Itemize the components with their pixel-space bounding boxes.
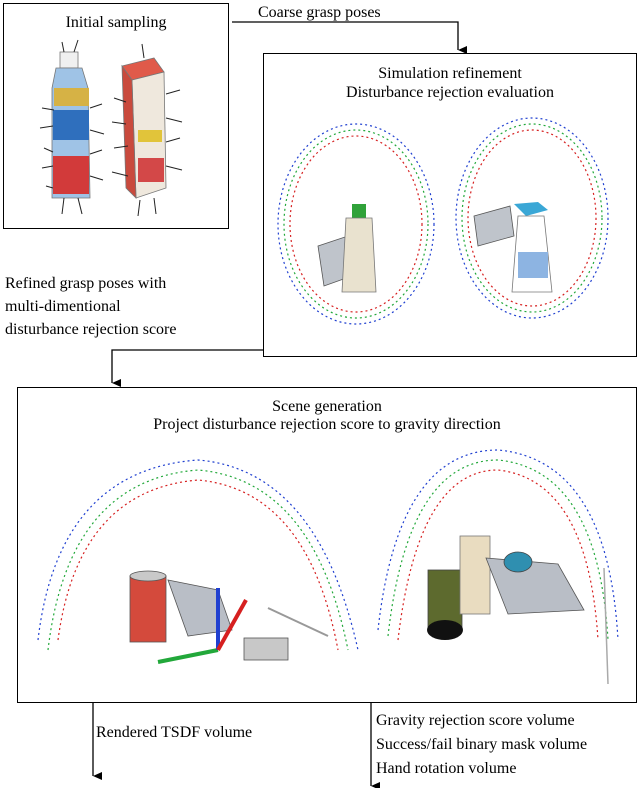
refined-line3: disturbance rejection score: [5, 321, 177, 338]
bottle-object: [51, 51, 91, 199]
refined-line1: Refined grasp poses with: [5, 275, 167, 292]
scene-title-line2: Project disturbance rejection score to g…: [153, 416, 501, 433]
tsdf-label: Rendered TSDF volume: [96, 724, 253, 741]
can-object: [129, 570, 167, 643]
initial-sampling-title: Initial sampling: [65, 14, 167, 31]
gripper-right: [473, 205, 515, 247]
spray-bottle: [511, 202, 553, 293]
scene-illustration: [37, 449, 619, 685]
output-line1: Gravity rejection score volume: [376, 712, 575, 729]
coarse-grasp-poses-label: Coarse grasp poses: [258, 4, 381, 21]
simulation-title-line2: Disturbance rejection evaluation: [346, 84, 554, 101]
output-line3: Hand rotation volume: [376, 760, 517, 777]
gravity-axes: [157, 588, 248, 664]
hand-right: [485, 551, 585, 615]
scene-generation-box: Scene generation Project disturbance rej…: [17, 387, 637, 703]
coarse-arrow: [232, 21, 467, 54]
cylinder-object: [459, 535, 491, 615]
hand-left: [167, 579, 329, 661]
refined-line2: multi-dimentional: [5, 298, 121, 315]
refined-arrow: [111, 349, 263, 387]
simulation-illustration: [277, 117, 609, 325]
output-line2: Success/fail binary mask volume: [376, 736, 588, 753]
sampled-objects-illustration: [39, 39, 183, 217]
initial-sampling-box: Initial sampling: [3, 3, 229, 229]
scene-title-line1: Scene generation: [272, 398, 382, 415]
simulation-refinement-box: Simulation refinement Disturbance reject…: [263, 53, 637, 357]
detergent-bottle: [341, 204, 377, 293]
simulation-title-line1: Simulation refinement: [378, 65, 522, 82]
carton-object: [121, 57, 167, 199]
jar-object: [427, 569, 463, 640]
